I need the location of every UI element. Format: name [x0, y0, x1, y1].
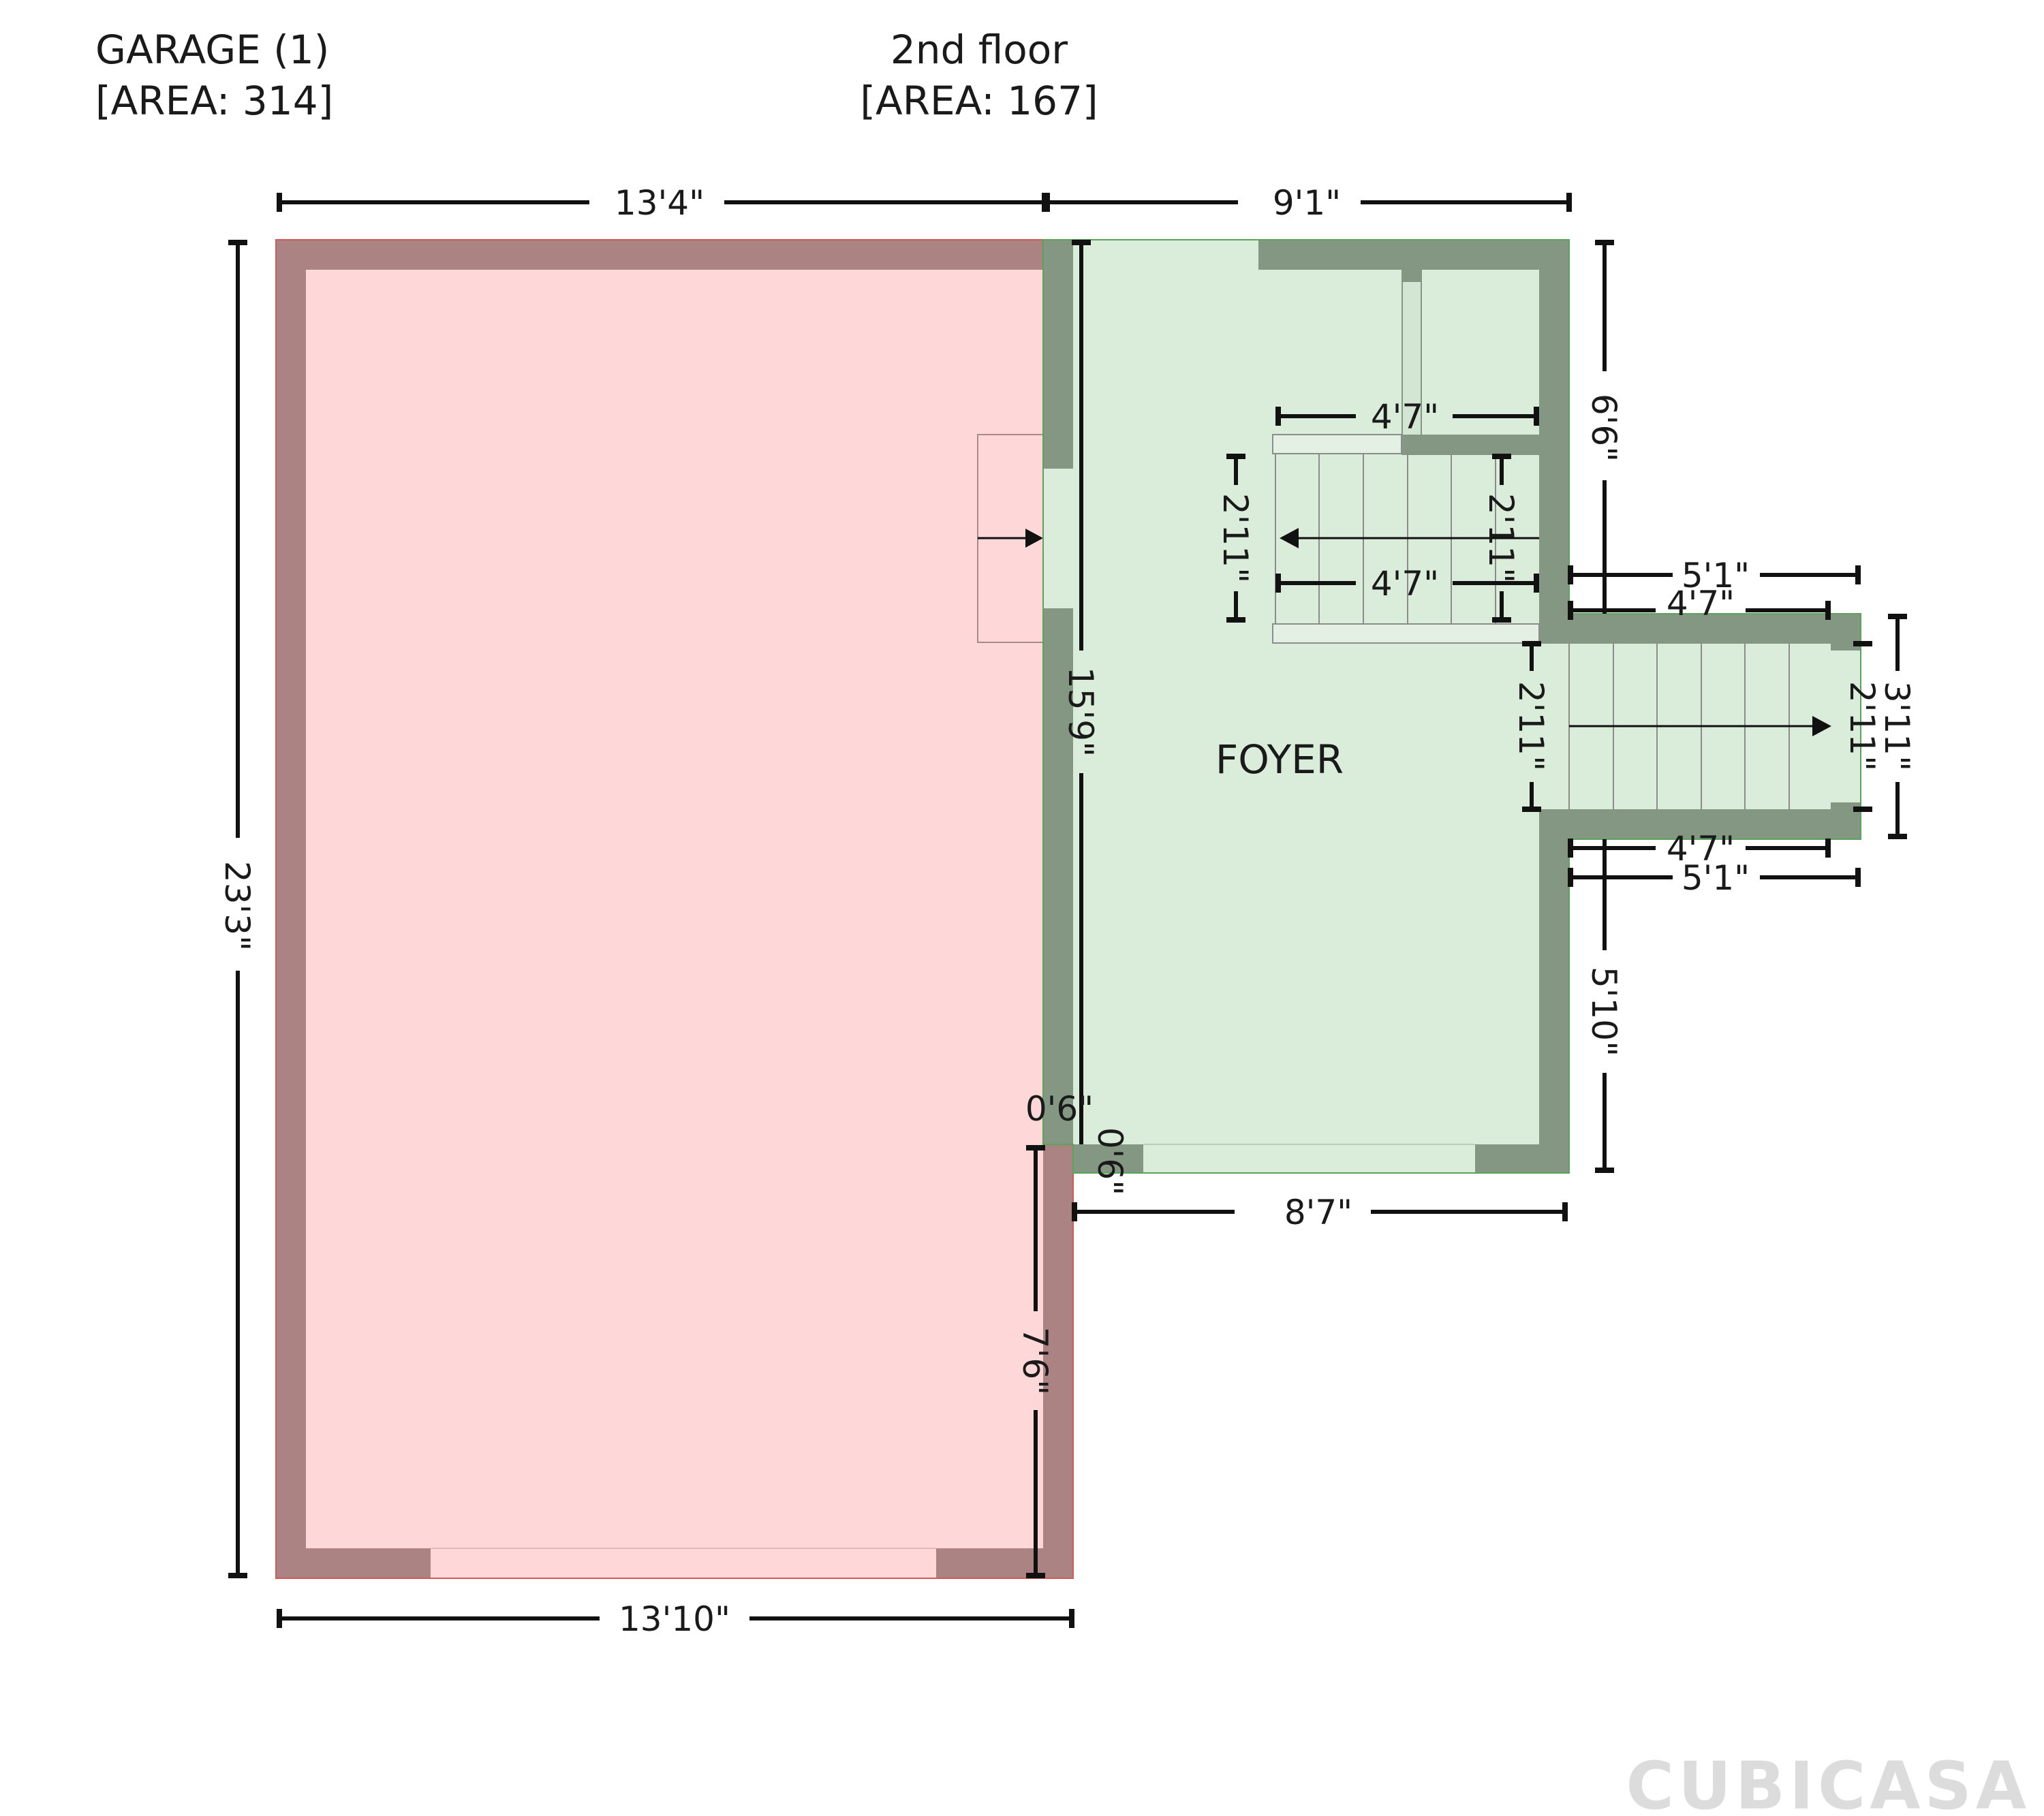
svg-text:5'1": 5'1" — [1682, 858, 1750, 898]
stair1-arrow-icon — [1280, 528, 1299, 548]
svg-text:6'6": 6'6" — [1584, 394, 1624, 462]
svg-text:23'3": 23'3" — [217, 861, 257, 951]
svg-text:2'11": 2'11" — [1481, 493, 1521, 583]
svg-text:4'7": 4'7" — [1371, 564, 1439, 604]
dim-stair2-right-inner: 2'11" — [1842, 641, 1882, 812]
foyer-top-opening — [1073, 240, 1258, 270]
stair-1 — [1272, 434, 1540, 644]
dim-garage-top: 13'4" — [277, 183, 1047, 223]
dim-garage-bottom: 13'10" — [277, 1599, 1074, 1639]
dim-stair2-top-outer: 5'1" — [1568, 556, 1861, 595]
svg-text:15'9": 15'9" — [1061, 667, 1100, 757]
dim-stair1-top: 4'7" — [1275, 397, 1539, 437]
garage-door-opening — [431, 1548, 936, 1578]
dim-wall-a: 0'6" — [1025, 1089, 1094, 1129]
dim-stair2-left: 2'11" — [1511, 641, 1551, 812]
svg-text:4'7": 4'7" — [1667, 829, 1735, 868]
foyer-room — [1042, 239, 1861, 1174]
dim-stair1-right: 2'11" — [1481, 454, 1521, 623]
dim-stair2-bottom-inner: 4'7" — [1568, 829, 1831, 868]
svg-text:9'1": 9'1" — [1273, 183, 1341, 223]
garage-name-label: GARAGE (1) — [95, 27, 329, 73]
dim-stair1-left: 2'11" — [1215, 454, 1255, 623]
svg-text:8'7": 8'7" — [1284, 1193, 1352, 1232]
foyer-door-opening — [1043, 469, 1073, 608]
dim-stair1-bottom: 4'7" — [1275, 564, 1539, 604]
garage-area-label: [AREA: 314] — [95, 78, 333, 124]
dim-foyer-left: 15'9" — [1061, 240, 1100, 1144]
dim-right-upper: 6'6" — [1584, 240, 1624, 614]
svg-text:5'10": 5'10" — [1584, 967, 1624, 1056]
dim-stair2-top-inner: 4'7" — [1568, 584, 1831, 623]
svg-text:4'7": 4'7" — [1667, 584, 1735, 623]
foyer-bottom-opening — [1143, 1144, 1475, 1173]
svg-text:5'1": 5'1" — [1682, 556, 1750, 595]
svg-text:2'11": 2'11" — [1215, 493, 1255, 583]
svg-text:7'6": 7'6" — [1015, 1327, 1055, 1395]
svg-text:4'7": 4'7" — [1371, 397, 1439, 437]
svg-text:2'11": 2'11" — [1842, 681, 1882, 771]
dim-garage-notch: 7'6" — [1015, 1145, 1055, 1578]
cubicasa-logo: CUBICASA — [1626, 1748, 2030, 1816]
svg-text:13'4": 13'4" — [615, 183, 704, 223]
stair2-arrow-icon — [1812, 716, 1831, 736]
dim-right-lower: 5'10" — [1584, 839, 1624, 1173]
floor-area-label: [AREA: 167] — [860, 78, 1098, 124]
svg-text:2'11": 2'11" — [1511, 681, 1551, 771]
svg-text:3'11": 3'11" — [1877, 681, 1917, 771]
closet-shelf-wall — [1402, 435, 1539, 455]
room-label-foyer: FOYER — [1215, 736, 1344, 783]
dim-stair2-bottom-outer: 5'1" — [1568, 858, 1861, 898]
dim-foyer-bottom: 8'7" — [1072, 1193, 1568, 1232]
dim-garage-left: 23'3" — [217, 240, 257, 1578]
stair2-right-opening — [1831, 651, 1861, 802]
door-arrow-icon — [1025, 529, 1043, 548]
dim-wall-b: 0'6" — [1090, 1127, 1130, 1195]
foyer-floor — [1073, 270, 1831, 1144]
svg-text:13'10": 13'10" — [619, 1599, 730, 1639]
floor-name-label: 2nd floor — [891, 27, 1068, 73]
garage-floor — [306, 270, 1043, 1548]
dim-foyer-top: 9'1" — [1044, 183, 1572, 223]
garage-room — [275, 239, 1074, 1579]
dim-stair2-right-outer: 3'11" — [1877, 614, 1917, 839]
stair-2 — [1568, 644, 1831, 809]
